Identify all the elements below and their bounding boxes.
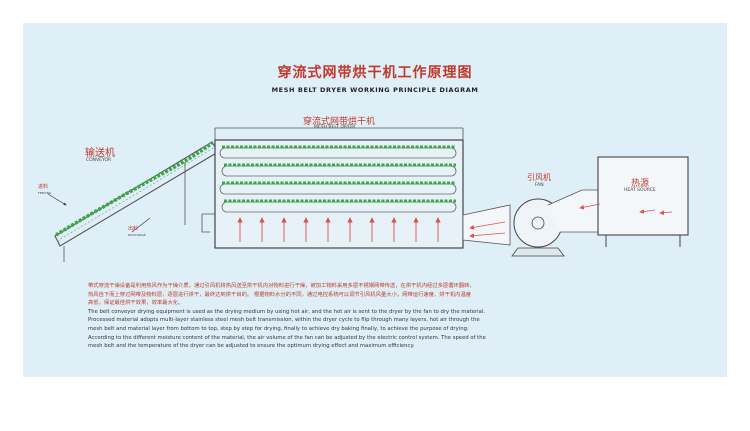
feeding-label: 进料 [38,184,49,190]
description-en-line-1: The belt conveyor drying equipment is us… [88,308,486,315]
pointer-lines [47,193,151,233]
feeding-label-en: FEEDING [38,191,52,195]
dryer-label: 穿流式网带烘干机 [303,117,376,127]
fan-label-en: FAN [535,183,544,188]
description-en-line-3: mesh belt and material layer from bottom… [88,325,469,332]
description-en-line-2: Processed material adopts multi-layer st… [88,317,480,324]
air-duct [462,204,511,246]
heat-source-label-en: HEAT SOURCE [624,188,656,193]
dryer-label-en: MESH BELT DRYER [314,125,356,130]
conveyor-label: 输送机 [85,148,115,159]
dryer-box [201,127,464,249]
conveyor-label-en: CONVEYOR [86,158,112,163]
heat-source [579,156,689,247]
conveyor [54,141,219,262]
heat-source-label: 热源 [631,179,650,189]
fan-label: 引风机 [527,173,551,182]
fan [511,189,601,257]
description-text: 带式穿流干燥设备是利用热风作为干燥介质，通过引风机将热风送至烘干机内对物料进行干… [88,282,668,351]
description-cn-line-2: 热风自下而上穿过网带及物料层，逐层进行烘干，最终达到烘干目的。 根据物料水分的不… [88,291,472,298]
description-cn-line-3: 高低，保证最佳烘干效果，效率最大化。 [88,300,184,307]
diagram-subtitle: MESH BELT DRYER WORKING PRINCIPLE DIAGRA… [271,86,479,94]
discharge-label-en: DISCHARGE [128,233,146,237]
discharge-label: 出料 [128,226,139,232]
description-en-line-4: According to the different moisture cont… [88,334,486,341]
description-cn-line-1: 带式穿流干燥设备是利用热风作为干燥介质，通过引风机将热风送至烘干机内对物料进行干… [88,283,475,289]
diagram-title: 穿流式网带烘干机工作原理图 [277,65,473,81]
description-en-line-5: mesh belt and the temperature of the dry… [88,343,415,350]
